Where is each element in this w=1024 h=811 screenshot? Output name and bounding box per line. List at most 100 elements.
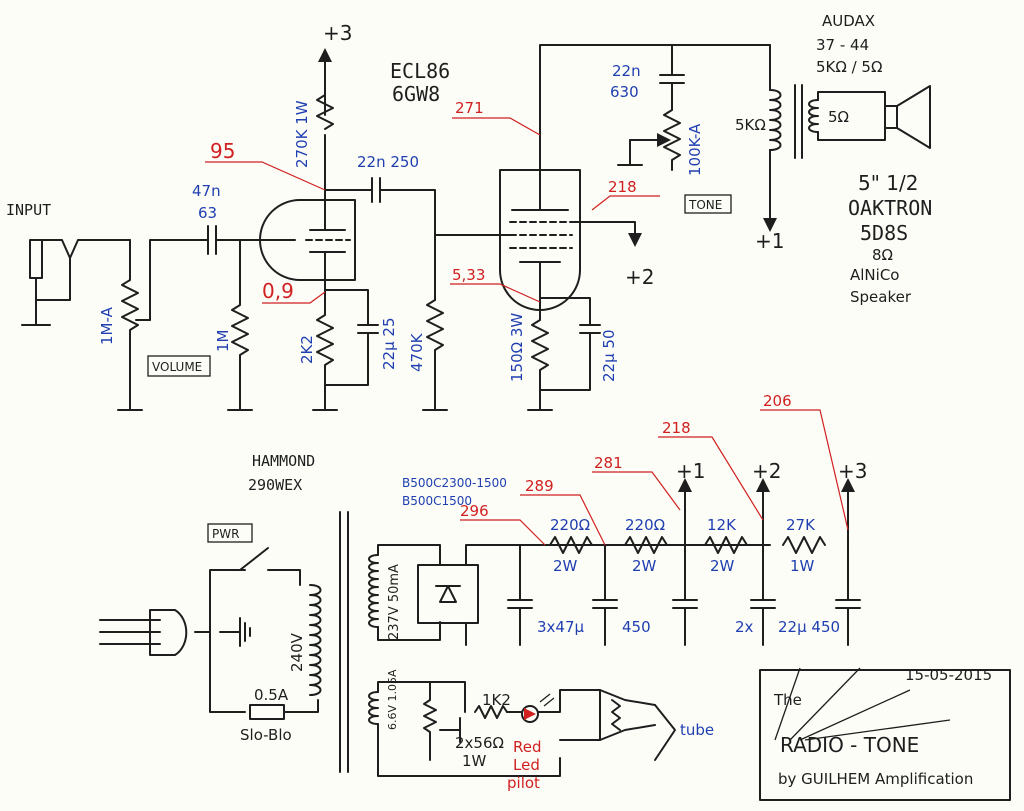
filter-r2-watts: 2W — [632, 557, 657, 575]
grid-resistor-value: 1M — [214, 330, 232, 353]
pt-brand: HAMMOND — [252, 452, 315, 470]
filter-caps2-count: 2x — [735, 618, 754, 636]
volume-label: VOLUME — [152, 360, 202, 374]
filter-r4-watts: 1W — [790, 557, 815, 575]
callout-line-95 — [205, 161, 326, 191]
triode-anode-resistor — [316, 48, 334, 186]
pentode-grid-res-value: 470K — [408, 332, 426, 372]
speaker-icon — [884, 85, 931, 149]
tone-label-box — [684, 194, 732, 214]
title-the: The — [773, 691, 802, 709]
coupling-cap-value: 47n — [192, 182, 221, 200]
voltage-95: 95 — [210, 139, 235, 163]
tone-cap-voltage: 630 — [610, 83, 639, 101]
callout-line-218 — [591, 195, 660, 211]
volume-pot — [117, 239, 209, 411]
callout-line-296 — [460, 519, 546, 546]
title-block — [759, 667, 1011, 801]
pentode-grid-resistor — [422, 234, 511, 411]
callout-line-289 — [520, 494, 606, 546]
voltage-218b: 218 — [662, 419, 691, 437]
callout-line-206 — [760, 409, 849, 531]
triode-cathode-res-value: 2K2 — [298, 335, 316, 364]
filter-r1-watts: 2W — [553, 557, 578, 575]
ot-model: 37 - 44 — [816, 36, 869, 54]
voltage-271: 271 — [455, 99, 484, 117]
pilot-led-2: Led — [513, 756, 540, 774]
filter-chain — [507, 478, 861, 646]
pilot-hum-watts: 1W — [462, 752, 487, 770]
triode-cathode-network — [312, 289, 379, 411]
rail-plus3: +3 — [838, 459, 867, 483]
pwr-label: PWR — [212, 527, 239, 541]
title-name: RADIO - TONE — [780, 733, 919, 757]
speaker-brand: OAKTRON — [848, 196, 932, 220]
pt-hv: 237V 50mA — [387, 564, 402, 640]
callout-line-533 — [450, 283, 541, 303]
mains-plug-icon — [99, 547, 301, 713]
fuse-value: 0.5A — [254, 686, 289, 704]
triode-cathode-cap-value: 22µ 25 — [380, 318, 398, 371]
coupling-cap-voltage: 63 — [198, 204, 217, 222]
bridge-rectifier — [417, 544, 771, 646]
triode-anode-res-value: 270K 1W — [293, 100, 311, 168]
output-transformer — [763, 44, 886, 232]
pilot-res-value: 1K2 — [482, 691, 511, 709]
ot-ratio: 5KΩ / 5Ω — [816, 58, 882, 76]
tube-alt: 6GW8 — [392, 82, 440, 106]
pilot-hum-value: 2x56Ω — [455, 734, 504, 752]
callout-line-09 — [262, 291, 326, 304]
rail-plus1-ot: +1 — [755, 229, 784, 253]
pentode-cathode-network — [527, 297, 601, 411]
pilot-circuit — [423, 681, 676, 761]
speaker-size: 5" 1/2 — [858, 171, 918, 195]
rectifier-line2: B500C1500 — [402, 494, 472, 508]
input-label: INPUT — [6, 201, 51, 219]
title-date: 15-05-2015 — [905, 666, 992, 684]
callout-line-271 — [452, 117, 541, 136]
volume-label-box — [147, 355, 211, 377]
rail-plus1: +1 — [676, 459, 705, 483]
triode-section — [259, 184, 356, 291]
filter-caps1-value: 3x47µ — [537, 618, 585, 636]
coupling-capacitor — [207, 225, 296, 255]
voltage-218: 218 — [608, 178, 637, 196]
ot-primary: 5KΩ — [735, 116, 766, 134]
pilot-led-1: Red — [513, 738, 542, 756]
input-jack — [21, 239, 131, 326]
volume-pot-value: 1M-A — [98, 306, 116, 345]
fuse — [249, 699, 319, 720]
tone-control — [617, 44, 685, 171]
filter-r1-value: 220Ω — [550, 516, 590, 534]
tone-label: TONE — [688, 198, 722, 212]
ot-name: AUDAX — [822, 12, 875, 30]
grid-resistor — [227, 239, 253, 411]
voltage-281: 281 — [594, 454, 623, 472]
filter-r3-watts: 2W — [710, 557, 735, 575]
ot-secondary: 5Ω — [828, 108, 849, 126]
pilot-led-3: pilot — [507, 774, 540, 792]
pt-primary: 240V — [288, 632, 306, 672]
fuse-type: Slo-Blo — [240, 726, 292, 744]
speaker-word: Speaker — [850, 288, 912, 306]
tone-cap-value: 22n — [612, 62, 641, 80]
pentode-cathode-res-value: 150Ω 3W — [508, 313, 526, 382]
tube-type: ECL86 — [390, 59, 450, 83]
pt-fil: 6.6V 1.05A — [386, 669, 399, 730]
pentode-section — [499, 44, 771, 311]
power-transformer — [309, 511, 561, 777]
filter-r4-value: 27K — [786, 516, 816, 534]
speaker-model: 5D8S — [860, 221, 908, 245]
voltage-289: 289 — [525, 477, 554, 495]
speaker-magnet: AlNiCo — [850, 266, 899, 284]
voltage-206: 206 — [763, 392, 792, 410]
rail-plus2-pentode: +2 — [625, 265, 654, 289]
voltage-296: 296 — [460, 502, 489, 520]
rail-plus3-top: +3 — [323, 21, 352, 45]
pilot-tube: tube — [680, 721, 714, 739]
rectifier-line1: B500C2300-1500 — [402, 476, 507, 490]
callout-line-218b — [658, 436, 764, 521]
pentode-cathode-cap-value: 22µ 50 — [600, 330, 618, 383]
